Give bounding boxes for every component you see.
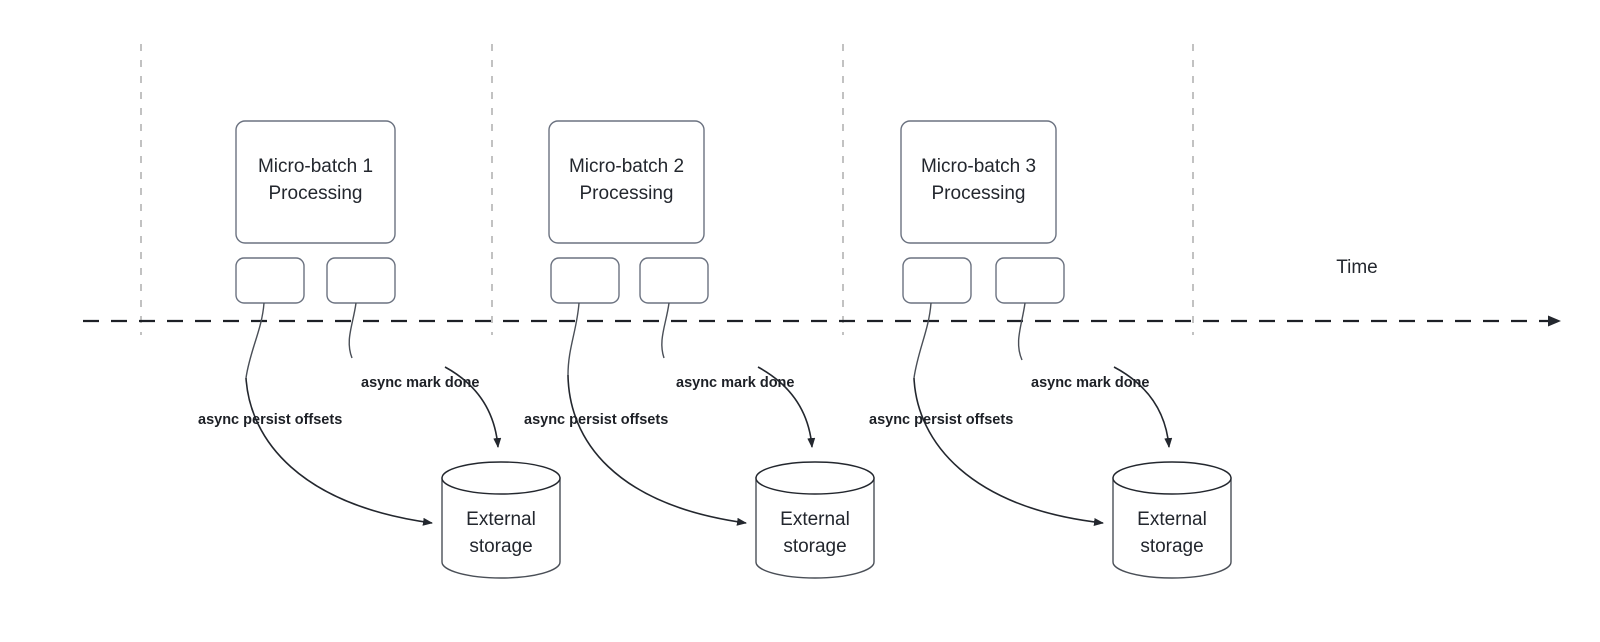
micro-batch-2-mark-done-arrow [757,366,816,448]
micro-batch-3-persist-offsets-label: async persist offsets [869,412,1013,428]
micro-batch-2-mark-done-task[interactable] [639,257,709,304]
micro-batch-1-persist-connector [245,302,265,379]
micro-batch-3-mark-done-label: async mark done [1031,375,1149,391]
micro-batch-3-process-box[interactable] [900,120,1057,244]
micro-batch-1-mark-done-task[interactable] [326,257,396,304]
time-axis-label: Time [1336,257,1378,278]
micro-batch-1-markdone-connector [348,302,357,359]
micro-batch-1-label-line2: Processing [269,183,363,204]
micro-batch-3-storage-label-line1: External [1137,509,1207,530]
micro-batch-3-persist-connector [913,302,932,379]
micro-batch-3-storage-label-line2: storage [1140,536,1203,557]
micro-batch-2-markdone-connector [661,302,670,359]
micro-batch-3-persist-offsets-task[interactable] [902,257,972,304]
micro-batch-1-storage-label-line1: External [466,509,536,530]
micro-batch-3-label-line1: Micro-batch 3 [921,156,1036,177]
micro-batch-group-3: Micro-batch 3 Processing External storag… [869,120,1232,579]
micro-batch-group-1: Micro-batch 1 Processing External storag… [198,120,561,579]
micro-batch-2-persist-offsets-label: async persist offsets [524,412,668,428]
micro-batch-2-process-box[interactable] [548,120,705,244]
micro-batch-group-2: Micro-batch 2 Processing External storag… [524,120,875,579]
micro-batch-2-mark-done-label: async mark done [676,375,794,391]
micro-batch-2-storage-label-line1: External [780,509,850,530]
micro-batch-3-mark-done-arrow [1113,366,1173,448]
micro-batch-2-label-line1: Micro-batch 2 [569,156,684,177]
micro-batch-1-persist-offsets-arrow [245,377,433,526]
micro-batch-1-label-line1: Micro-batch 1 [258,156,373,177]
micro-batch-2-persist-offsets-task[interactable] [550,257,620,304]
micro-batch-1-mark-done-arrow [444,366,502,448]
micro-batch-3-persist-offsets-arrow [913,377,1104,526]
micro-batch-1-mark-done-label: async mark done [361,375,479,391]
micro-batch-1-persist-offsets-task[interactable] [235,257,305,304]
micro-batch-1-persist-offsets-label: async persist offsets [198,412,342,428]
micro-batch-3-external-storage[interactable]: External storage [1112,461,1232,579]
micro-batch-2-persist-offsets-arrow [567,374,747,526]
micro-batch-2-storage-label-line2: storage [783,536,846,557]
micro-batch-1-storage-label-line2: storage [469,536,532,557]
batch-boundaries [140,44,1194,335]
micro-batch-2-label-line2: Processing [580,183,674,204]
micro-batch-2-external-storage[interactable]: External storage [755,461,875,579]
micro-batch-3-mark-done-task[interactable] [995,257,1065,304]
micro-batch-2-persist-connector [567,302,580,376]
micro-batch-1-process-box[interactable] [235,120,396,244]
micro-batch-3-markdone-connector [1017,302,1026,361]
micro-batch-3-label-line2: Processing [932,183,1026,204]
micro-batch-1-external-storage[interactable]: External storage [441,461,561,579]
